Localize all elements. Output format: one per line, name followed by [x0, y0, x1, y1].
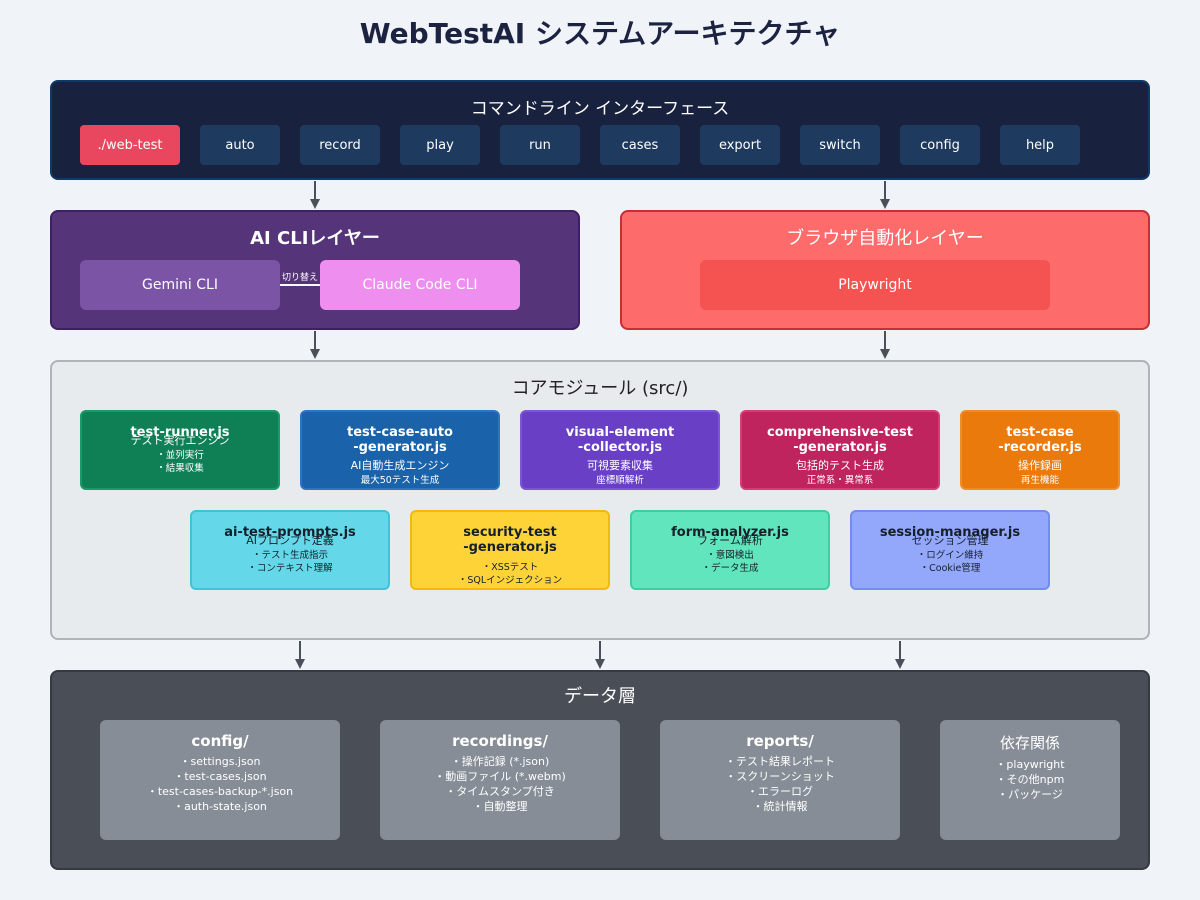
data-box-config: config/ ・settings.json ・test-cases.json … — [100, 720, 340, 840]
module-name: test-case — [1006, 425, 1074, 440]
module-test-runner: test-runner.js テスト実行エンジン ・並列実行 ・結果収集 — [80, 410, 280, 490]
data-box-reports: reports/ ・テスト結果レポート ・スクリーンショット ・エラーログ ・統… — [660, 720, 900, 840]
module-detail-2: ・結果収集 — [156, 463, 204, 474]
data-box-name: recordings/ — [452, 732, 548, 750]
module-comprehensive-test-generator: comprehensive-test-generator.js 包括的テスト生成… — [740, 410, 940, 490]
module-name: comprehensive-test — [767, 425, 913, 440]
data-box-name: config/ — [191, 732, 249, 750]
module-detail-2: ・Cookie管理 — [919, 563, 981, 574]
module-detail-1: ・並列実行 — [156, 450, 204, 461]
data-item: ・スクリーンショット — [725, 770, 835, 783]
data-item: ・自動整理 — [472, 800, 528, 813]
module-visual-element-collector: visual-element-collector.js 可視要素収集 座標順解析 — [520, 410, 720, 490]
command-auto[interactable]: auto — [200, 125, 280, 165]
data-box-name: 依存関係 — [999, 734, 1060, 752]
core-modules-layer: コアモジュール (src/) — [50, 360, 1150, 640]
module-name: form-analyzer.js — [671, 525, 789, 540]
module-desc: 操作録画 — [1018, 459, 1062, 472]
module-desc: ・XSSテスト — [481, 562, 539, 573]
module-name-2: -generator.js — [463, 540, 557, 555]
switch-label: 切り替え — [281, 273, 318, 283]
command-play[interactable]: play — [400, 125, 480, 165]
module-name-2: -recorder.js — [998, 440, 1082, 455]
command-help[interactable]: help — [1000, 125, 1080, 165]
command-config[interactable]: config — [900, 125, 980, 165]
browser-layer-title: ブラウザ自動化レイヤー — [786, 228, 984, 249]
core-layer-title: コアモジュール (src/) — [511, 378, 689, 399]
claude-code-cli-box: Claude Code CLI — [320, 260, 520, 310]
module-name-2: -generator.js — [793, 440, 887, 455]
data-item: ・動画ファイル (*.webm) — [434, 770, 566, 783]
command-web-test[interactable]: ./web-test — [80, 125, 180, 165]
command-record[interactable]: record — [300, 125, 380, 165]
module-detail-1: 最大50テスト生成 — [360, 475, 440, 486]
module-detail-1: 座標順解析 — [596, 475, 644, 486]
playwright-box: Playwright — [700, 260, 1050, 310]
data-box-recordings: recordings/ ・操作記録 (*.json) ・動画ファイル (*.we… — [380, 720, 620, 840]
data-item: ・test-cases.json — [173, 770, 267, 783]
module-desc: 包括的テスト生成 — [796, 459, 884, 472]
module-detail-1: 再生機能 — [1020, 475, 1059, 486]
module-name: session-manager.js — [879, 525, 1021, 540]
module-detail-2: ・コンテキスト理解 — [247, 563, 333, 574]
data-item: ・test-cases-backup-*.json — [146, 785, 294, 798]
command-cases[interactable]: cases — [600, 125, 680, 165]
module-desc: セッション管理 — [911, 534, 989, 547]
data-item: ・タイムスタンプ付き — [445, 785, 555, 798]
module-desc: フォーム解析 — [697, 534, 763, 547]
page-title: WebTestAI システムアーキテクチャ — [359, 17, 841, 50]
switch-connector — [280, 284, 320, 286]
command-run[interactable]: run — [500, 125, 580, 165]
module-name: test-runner.js — [130, 425, 230, 440]
module-name: test-case-auto — [347, 425, 453, 440]
module-desc: AIプロンプト定義 — [246, 534, 334, 547]
module-desc: テスト実行エンジン — [130, 434, 230, 447]
data-item: ・テスト結果レポート — [725, 755, 835, 768]
module-name: security-test — [463, 525, 557, 540]
ai-cli-layer-title: AI CLIレイヤー — [250, 228, 380, 249]
data-layer-title: データ層 — [564, 686, 636, 707]
module-form-analyzer: form-analyzer.js フォーム解析 ・意図検出 ・データ生成 — [630, 510, 830, 590]
data-item: ・パッケージ — [997, 788, 1063, 801]
module-security-test-generator: security-test-generator.js ・XSSテスト ・SQLイ… — [410, 510, 610, 590]
module-test-case-recorder: test-case-recorder.js 操作録画 再生機能 — [960, 410, 1120, 490]
command-switch[interactable]: switch — [800, 125, 880, 165]
module-detail-1: ・テスト生成指示 — [251, 550, 328, 561]
module-detail-1: ・SQLインジェクション — [457, 575, 563, 586]
module-detail-1: ・意図検出 — [706, 550, 754, 561]
module-test-case-auto-generator: test-case-auto-generator.js AI自動生成エンジン 最… — [300, 410, 500, 490]
module-detail-1: ・ログイン維持 — [916, 550, 984, 561]
data-item: ・playwright — [995, 758, 1065, 771]
module-detail-2: ・データ生成 — [701, 563, 759, 574]
gemini-cli-box: Gemini CLI — [80, 260, 280, 310]
module-desc: AI自動生成エンジン — [350, 459, 450, 472]
module-name: visual-element — [565, 425, 675, 440]
module-detail-1: 正常系・異常系 — [806, 475, 874, 486]
data-item: ・統計情報 — [752, 800, 808, 813]
cli-layer-title: コマンドライン インターフェース — [470, 99, 730, 119]
command-export[interactable]: export — [700, 125, 780, 165]
module-name: ai-test-prompts.js — [224, 525, 356, 540]
data-item: ・操作記録 (*.json) — [450, 755, 550, 768]
data-box-name: reports/ — [746, 732, 814, 750]
data-box-dependencies: 依存関係 ・playwright ・その他npm ・パッケージ — [940, 720, 1120, 840]
module-name-2: -collector.js — [577, 440, 663, 455]
data-item: ・その他npm — [995, 773, 1065, 786]
module-name-2: -generator.js — [353, 440, 447, 455]
data-item: ・auth-state.json — [173, 800, 267, 813]
data-item: ・エラーログ — [747, 785, 813, 798]
module-desc: 可視要素収集 — [587, 459, 653, 472]
data-item: ・settings.json — [179, 755, 261, 768]
module-session-manager: session-manager.js セッション管理 ・ログイン維持 ・Cook… — [850, 510, 1050, 590]
module-ai-test-prompts: ai-test-prompts.js AIプロンプト定義 ・テスト生成指示 ・コ… — [190, 510, 390, 590]
